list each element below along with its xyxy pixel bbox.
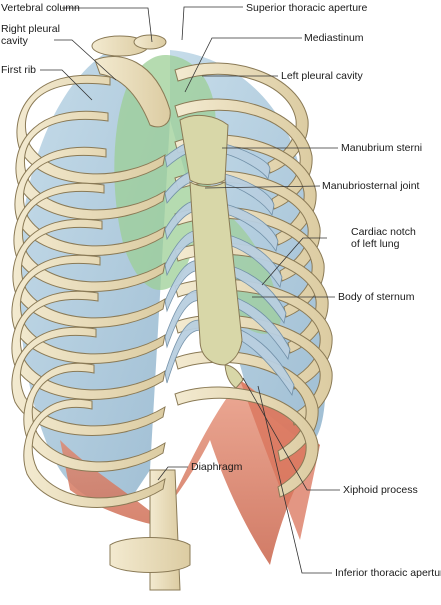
xiphoid xyxy=(224,364,244,389)
label-body-of-sternum: Body of sternum xyxy=(338,291,414,303)
label-first-rib: First rib xyxy=(1,64,36,76)
leader-first-rib xyxy=(40,69,93,101)
label-first-rib-text: First rib xyxy=(1,64,36,76)
label-right-pleural-cavity: Right pleural cavity xyxy=(1,23,60,47)
vertebra-bottom xyxy=(109,537,191,573)
label-diaphragm-text: Diaphragm xyxy=(191,461,243,473)
label-cardiac-notch-line1: Cardiac notch xyxy=(351,226,416,238)
label-inferior-thoracic-aperture-text: Inferior thoracic aperture xyxy=(335,567,441,579)
label-mediastinum: Mediastinum xyxy=(304,32,364,44)
label-left-pleural-cavity-text: Left pleural cavity xyxy=(281,70,363,82)
label-mediastinum-text: Mediastinum xyxy=(304,32,364,44)
label-right-pleural-line1: Right pleural xyxy=(1,23,60,35)
right-rib-1 xyxy=(16,74,166,184)
leader-right-pleural xyxy=(54,39,117,81)
label-cardiac-notch-line2: of left lung xyxy=(351,238,400,250)
sternum-body xyxy=(189,181,243,366)
label-manubrium-sterni-text: Manubrium sterni xyxy=(341,142,423,154)
leader-diaphragm xyxy=(157,466,188,481)
manubrium xyxy=(179,114,229,185)
label-manubriosternal-joint-text: Manubriosternal joint xyxy=(322,180,420,192)
left-rib-1 xyxy=(174,62,309,174)
right-rib-3 xyxy=(14,146,166,256)
diaphragm-muscle xyxy=(60,380,320,565)
leader-lines xyxy=(40,6,340,574)
leader-vertebral-column xyxy=(62,7,153,43)
leader-mediastinum xyxy=(184,37,302,93)
label-manubrium-sterni: Manubrium sterni xyxy=(341,142,422,154)
label-superior-thoracic-aperture: Superior thoracic aperture xyxy=(246,2,367,14)
label-diaphragm: Diaphragm xyxy=(191,461,242,473)
label-xiphoid-process: Xiphoid process xyxy=(343,484,418,496)
right-rib-5 xyxy=(12,218,166,328)
right-rib-4 xyxy=(13,182,166,292)
costal-cartilage-left-2 xyxy=(224,173,275,217)
leader-xiphoid xyxy=(242,377,340,491)
label-inferior-thoracic-aperture: Inferior thoracic aperture xyxy=(335,567,441,579)
left-rib-10 xyxy=(174,386,319,498)
label-vertebral-column: Vertebral column xyxy=(1,2,80,14)
label-body-of-sternum-text: Body of sternum xyxy=(338,291,415,303)
right-rib-10 xyxy=(23,398,166,508)
vertebra-top-2 xyxy=(133,34,167,50)
right-ribs xyxy=(11,74,166,508)
label-superior-thoracic-aperture-text: Superior thoracic aperture xyxy=(246,2,368,14)
right-rib-6 xyxy=(11,254,166,364)
label-left-pleural-cavity: Left pleural cavity xyxy=(281,70,363,82)
label-vertebral-column-text: Vertebral column xyxy=(1,2,80,14)
first-rib xyxy=(94,56,171,128)
label-xiphoid-process-text: Xiphoid process xyxy=(343,484,418,496)
leader-cardiac-notch xyxy=(261,237,327,286)
label-manubriosternal-joint: Manubriosternal joint xyxy=(322,180,419,192)
right-rib-9 xyxy=(23,362,166,472)
right-rib-2 xyxy=(15,110,166,220)
right-rib-8 xyxy=(11,326,166,436)
label-cardiac-notch: Cardiac notch of left lung xyxy=(351,226,416,250)
leader-superior-aperture xyxy=(181,6,243,41)
leader-inferior-aperture xyxy=(257,385,332,574)
right-rib-7 xyxy=(11,290,166,400)
left-rib-2 xyxy=(174,98,313,210)
label-right-pleural-line2: cavity xyxy=(1,35,28,47)
leader-manubriosternal xyxy=(204,185,321,189)
